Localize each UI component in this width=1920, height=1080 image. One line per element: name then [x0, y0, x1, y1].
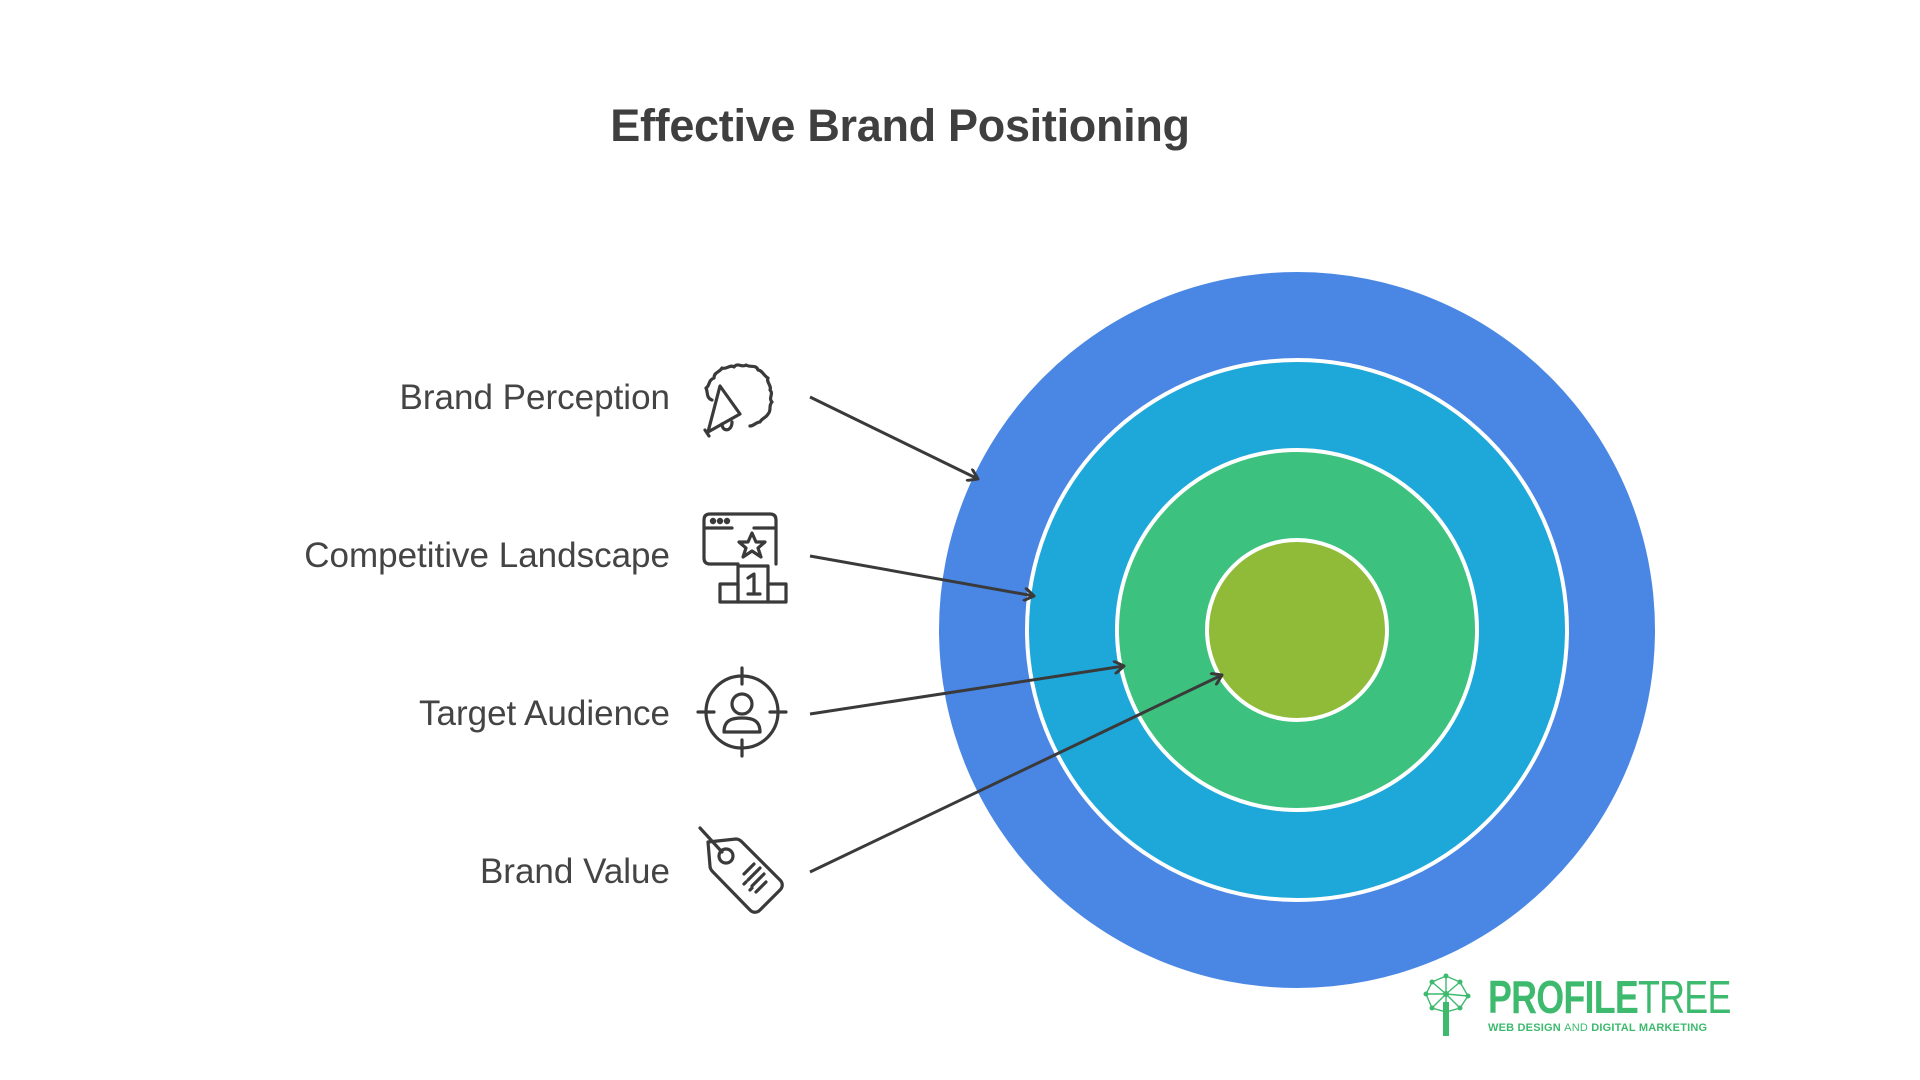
label-competitive-landscape: Competitive Landscape	[304, 536, 670, 575]
label-target-audience: Target Audience	[418, 694, 670, 733]
logo-tagline: WEB DESIGN AND DIGITAL MARKETING	[1488, 1022, 1708, 1034]
label-brand-value: Brand Value	[479, 852, 670, 891]
ring-brand-value	[1205, 538, 1389, 722]
arrow-target-audience	[809, 666, 1124, 716]
tree-logo-icon	[1423, 973, 1471, 1036]
megaphone-badge-icon	[703, 363, 774, 438]
price-tag-icon	[698, 826, 784, 914]
target-person-icon	[696, 666, 788, 758]
label-brand-perception: Brand Perception	[399, 378, 670, 417]
page-title: Effective Brand Positioning	[610, 100, 1190, 151]
arrow-brand-perception	[809, 395, 978, 479]
logo-wordmark: PROFILETREE	[1488, 971, 1731, 1023]
profiletree-logo: PROFILETREE WEB DESIGN AND DIGITAL MARKE…	[1422, 972, 1731, 1042]
podium-window-star-icon	[702, 512, 788, 604]
arrow-competitive-landscape	[809, 554, 1034, 596]
arrow-brand-value	[809, 675, 1222, 874]
